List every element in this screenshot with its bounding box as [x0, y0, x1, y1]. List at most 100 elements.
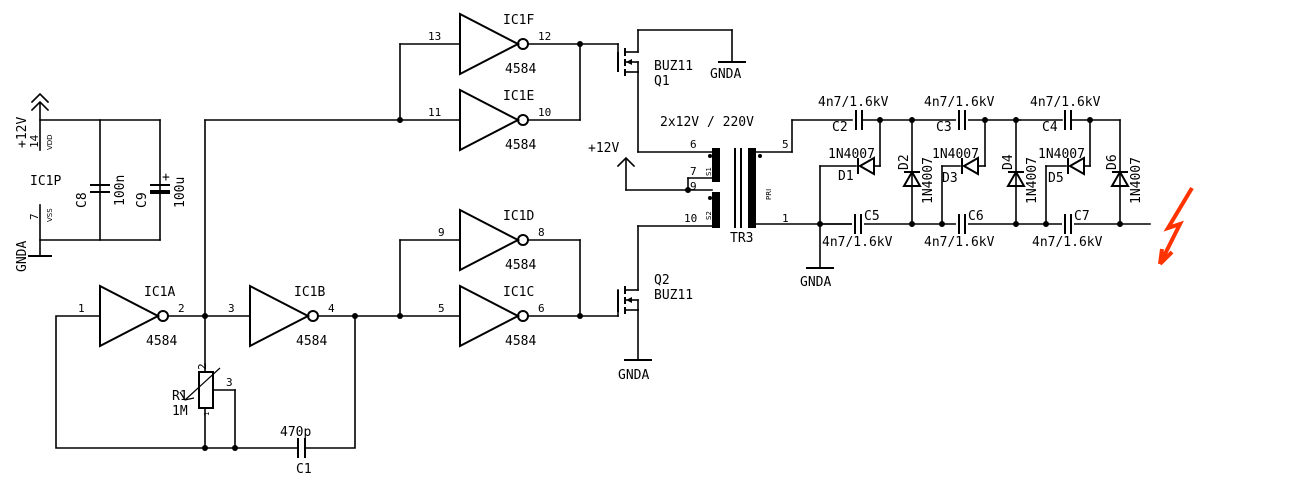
q2-gnd-label: GNDA — [618, 368, 649, 383]
high-voltage-lightning-icon — [1158, 186, 1194, 266]
q2-mosfet-icon — [617, 286, 639, 314]
d3-name: D3 — [942, 171, 958, 186]
ic1a-name: IC1A — [144, 285, 175, 300]
tr3-s1-label: S1 — [705, 167, 713, 176]
ic1a-type: 4584 — [146, 334, 177, 349]
c3-value: 4n7/1.6kV — [924, 95, 995, 110]
tr3-pin5: 5 — [782, 138, 789, 151]
ic1d-pin-out: 8 — [538, 226, 545, 239]
r1-pin-3: 3 — [226, 376, 233, 389]
supply-vdd-label: VDD — [46, 134, 54, 150]
tr3-pin9: 9 — [690, 180, 697, 193]
d6-name: D6 — [1105, 154, 1120, 170]
ic1c-name: IC1C — [503, 285, 534, 300]
multiplier-section: GNDA 4n7/1.6kV C2 1N4007 D1 D2 1N4007 — [791, 95, 1144, 290]
ic1b-inverter-icon — [249, 284, 311, 348]
q2-name: Q2 — [654, 273, 670, 288]
tr3-pri-label: PRI — [765, 189, 773, 200]
ic1b-pin-in: 3 — [228, 302, 235, 315]
c6-name: C6 — [968, 209, 984, 224]
supply-gnd-label: GNDA — [15, 241, 30, 272]
r1-pin-wiper: 2 — [196, 363, 209, 370]
tr3-vplus-arrow-icon — [616, 156, 636, 168]
ic1e-name: IC1E — [503, 89, 534, 104]
ic1f-type: 4584 — [505, 62, 536, 77]
d4-diode-icon — [1006, 169, 1026, 187]
lower-driver-section: IC1D 4584 9 8 IC1C 4584 5 6 GN — [397, 208, 713, 383]
ic1b-type: 4584 — [296, 334, 327, 349]
ic1f-inverter-icon — [459, 12, 521, 76]
r1-value: 1M — [172, 404, 188, 419]
ic1c-type: 4584 — [505, 334, 536, 349]
ic1e-pin-out: 10 — [538, 106, 551, 119]
c9-name: C9 — [135, 192, 150, 208]
r1-pin-1: 1 — [203, 412, 211, 416]
q1-mosfet-icon — [617, 29, 639, 76]
ic1b-pin-out: 4 — [328, 302, 335, 315]
tr3-rating: 2x12V / 220V — [660, 115, 754, 130]
vplus-arrow-icon — [30, 92, 50, 112]
ic1a-pin-in: 1 — [78, 302, 85, 315]
d2-value: 1N4007 — [921, 157, 936, 204]
ic1f-pin-in: 13 — [428, 30, 441, 43]
tr3-name: TR3 — [730, 231, 753, 246]
transformer-section: 2x12V / 220V +12V 6 7 9 10 S1 S2 PRI 5 1… — [588, 115, 1151, 246]
c7-value: 4n7/1.6kV — [1032, 235, 1103, 250]
c8-value: 100n — [113, 175, 128, 206]
c4-value: 4n7/1.6kV — [1030, 95, 1101, 110]
ic1e-pin-in: 11 — [428, 106, 441, 119]
ic1d-type: 4584 — [505, 258, 536, 273]
supply-vplus-label: +12V — [15, 117, 30, 148]
ic1d-pin-in: 9 — [438, 226, 445, 239]
supply-section: +12V 14 VDD IC1P 7 VSS GNDA C8 100n + C9… — [15, 92, 188, 272]
tr3-winding-pri-icon — [748, 148, 756, 228]
c8-name: C8 — [75, 192, 90, 208]
d4-name: D4 — [1001, 154, 1016, 170]
c1-value: 470p — [280, 425, 311, 440]
upper-driver-section: IC1F 4584 13 12 IC1E 4584 11 10 — [204, 12, 746, 153]
d3-diode-icon — [961, 156, 986, 176]
d3-value: 1N4007 — [932, 147, 979, 162]
d5-value: 1N4007 — [1038, 147, 1085, 162]
ic1d-name: IC1D — [503, 209, 534, 224]
q2-type: BUZ11 — [654, 288, 693, 303]
tr3-pin7: 7 — [690, 165, 697, 178]
ic1c-pin-out: 6 — [538, 302, 545, 315]
c4-name: C4 — [1042, 120, 1058, 135]
tr3-winding-s2-icon — [712, 192, 720, 228]
ic1b-name: IC1B — [294, 285, 325, 300]
c5-name: C5 — [864, 209, 880, 224]
supply-vss-label: VSS — [46, 208, 54, 222]
d5-name: D5 — [1048, 171, 1064, 186]
ic1a-pin-out: 2 — [178, 302, 185, 315]
d2-diode-icon — [902, 169, 922, 187]
q1-type: BUZ11 — [654, 59, 693, 74]
ic1d-inverter-icon — [459, 208, 521, 272]
c6-value: 4n7/1.6kV — [924, 235, 995, 250]
tr3-pin10: 10 — [684, 212, 697, 225]
d1-value: 1N4007 — [828, 147, 875, 162]
c9-polarity: + — [162, 170, 170, 185]
c1-name: C1 — [296, 462, 312, 477]
supply-pin-vss: 7 — [28, 213, 41, 220]
ic1c-pin-in: 5 — [438, 302, 445, 315]
tr3-s2-label: S2 — [705, 211, 713, 220]
c5-value: 4n7/1.6kV — [822, 235, 893, 250]
q1-name: Q1 — [654, 74, 670, 89]
oscillator-section: IC1A 4584 1 2 2 3 1 R1 1M 470p C1 IC1B — [55, 119, 461, 477]
tr3-vplus-label: +12V — [588, 141, 619, 156]
d6-diode-icon — [1110, 169, 1130, 187]
ic1e-inverter-icon — [459, 88, 521, 152]
d1-diode-icon — [857, 156, 881, 176]
r1-resistor-icon — [198, 371, 214, 409]
tr3-winding-s1-icon — [712, 148, 720, 182]
d5-diode-icon — [1067, 156, 1091, 176]
c2-name: C2 — [832, 120, 848, 135]
ic1c-inverter-icon — [459, 284, 521, 348]
d1-name: D1 — [838, 169, 854, 184]
d4-value: 1N4007 — [1025, 157, 1040, 204]
d2-name: D2 — [897, 154, 912, 170]
r1-name: R1 — [172, 389, 188, 404]
ic1f-name: IC1F — [503, 13, 534, 28]
